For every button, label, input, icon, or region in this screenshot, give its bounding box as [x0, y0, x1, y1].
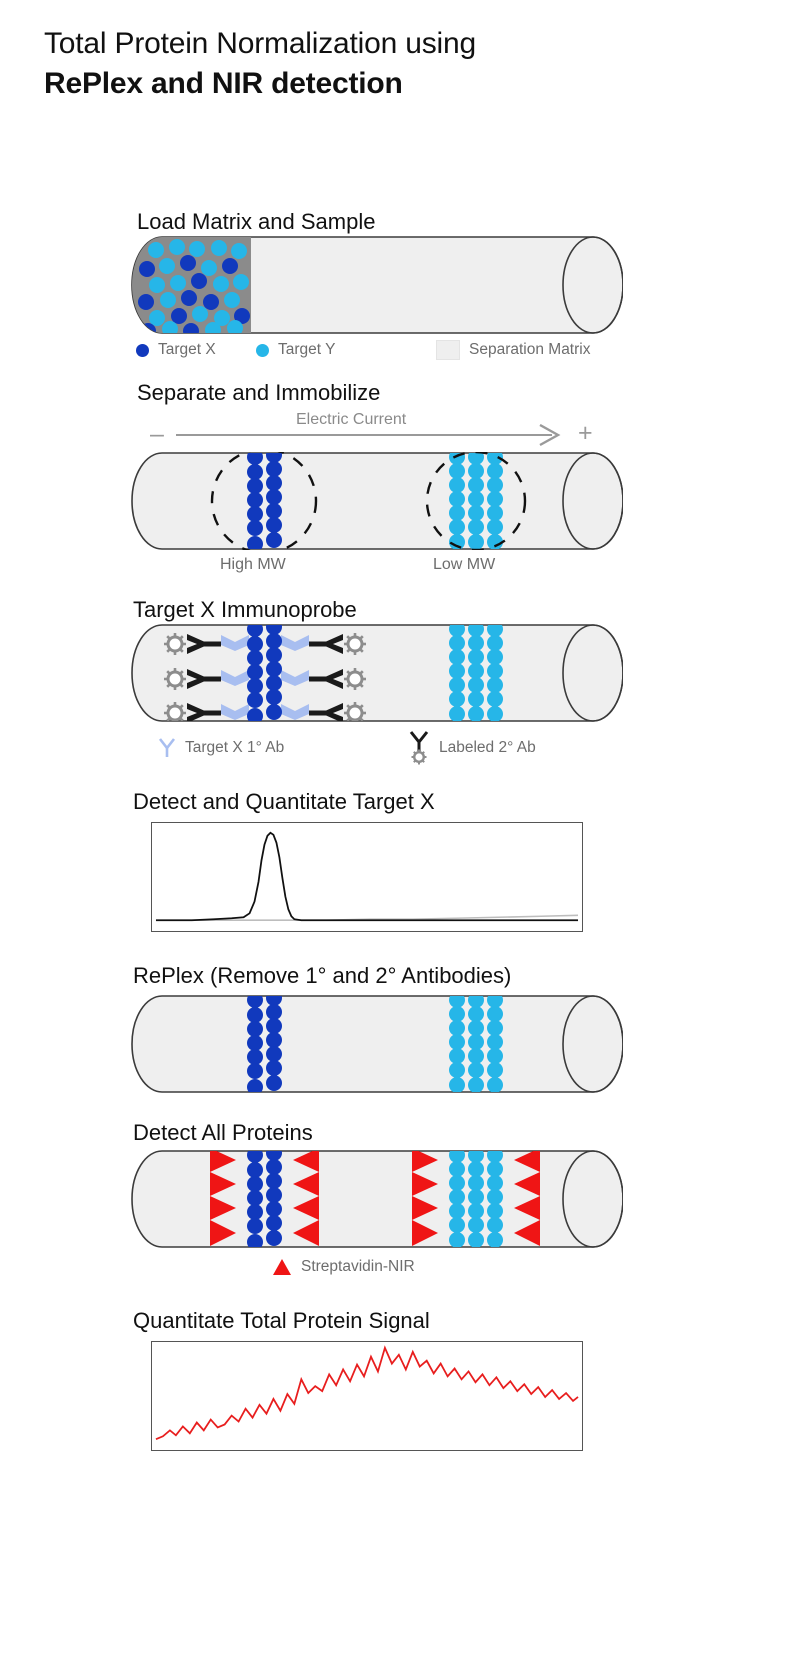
- chart-total-protein-trace: [151, 1341, 583, 1451]
- negative-electrode-sign: –: [150, 420, 164, 448]
- legend-item-separation-matrix: Separation Matrix: [436, 340, 590, 360]
- band-target-x: [247, 996, 282, 1092]
- capillary-replex: [131, 995, 623, 1093]
- step-title-separate: Separate and Immobilize: [137, 380, 381, 405]
- step-detect-all-proteins: Detect All Proteins: [133, 1120, 313, 1146]
- legend-label-streptavidin-nir: Streptavidin-NIR: [301, 1258, 415, 1275]
- legend-item-secondary-ab: Labeled 2° Ab: [408, 731, 536, 765]
- step-target-x-immunoprobe: Target X Immunoprobe: [133, 597, 357, 623]
- capillary-detect-all: [131, 1150, 623, 1248]
- legend-label-separation-matrix: Separation Matrix: [469, 341, 591, 358]
- trace-baseline-gray: [155, 914, 579, 921]
- highlight-circle-high-mw: [210, 452, 318, 550]
- step-detect-and-quantitate-target-x: Detect and Quantitate Target X: [133, 789, 435, 815]
- step-title-quantitate-total: Quantitate Total Protein Signal: [133, 1308, 430, 1333]
- band-target-y: [449, 996, 503, 1092]
- legend-item-target-x: Target X: [136, 341, 256, 359]
- streptavidin-triangles-target-y: [412, 1151, 540, 1246]
- capillary-separate-svg: [131, 452, 623, 550]
- step-title-detect-all: Detect All Proteins: [133, 1120, 313, 1145]
- step-title-replex: RePlex (Remove 1° and 2° Antibodies): [133, 963, 512, 988]
- capillary-replex-svg: [131, 995, 623, 1093]
- electric-current-label: Electric Current: [296, 411, 407, 428]
- page-title-line-1: Total Protein Normalization using: [44, 27, 476, 60]
- capillary-immunoprobe-svg: [131, 624, 623, 722]
- capillary-detect-all-svg: [131, 1150, 623, 1248]
- secondary-antibodies: [162, 631, 368, 721]
- legend-label-target-x: Target X: [158, 341, 216, 358]
- band-target-y: [449, 1151, 503, 1247]
- chart-total-protein-svg: [155, 1345, 579, 1441]
- legend-item-streptavidin-nir: Streptavidin-NIR: [272, 1258, 415, 1276]
- chart-target-x-trace: [151, 822, 583, 932]
- step-replex: RePlex (Remove 1° and 2° Antibodies): [133, 963, 511, 989]
- band-target-x: [247, 625, 282, 721]
- step-title-load: Load Matrix and Sample: [137, 209, 376, 234]
- highlight-circle-low-mw: [425, 452, 527, 550]
- band-target-y: [449, 625, 503, 721]
- legend-item-primary-ab: Target X 1° Ab: [158, 737, 408, 759]
- step-title-detect-target-x: Detect and Quantitate Target X: [133, 789, 435, 814]
- step-quantitate-total-protein-signal: Quantitate Total Protein Signal: [133, 1308, 430, 1334]
- capillary-load: [131, 236, 623, 334]
- capillary-separate: [131, 452, 623, 550]
- legend-load: Target X Target Y Separation Matrix: [136, 340, 626, 360]
- streptavidin-triangles-target-x: [210, 1151, 319, 1246]
- legend-label-primary-ab: Target X 1° Ab: [185, 739, 285, 756]
- page-title: Total Protein Normalization using RePlex…: [44, 24, 744, 104]
- capillary-load-svg: [131, 236, 623, 334]
- mw-label-low: Low MW: [433, 556, 496, 573]
- primary-antibodies: [221, 635, 309, 720]
- positive-electrode-sign: +: [578, 419, 593, 447]
- electric-current-arrow-icon: [176, 424, 561, 447]
- legend-item-target-y: Target Y: [256, 341, 436, 359]
- band-target-x: [247, 453, 282, 549]
- dot-icon-target-y: [256, 343, 269, 357]
- dot-icon-target-x: [136, 343, 149, 357]
- legend-immunoprobe: Target X 1° Ab Labeled 2° Ab: [158, 731, 628, 765]
- legend-detect-all: Streptavidin-NIR: [272, 1258, 415, 1276]
- mw-label-high: High MW: [220, 556, 286, 573]
- page-title-line-2: RePlex and NIR detection: [44, 67, 403, 100]
- trace-total-protein: [155, 1345, 579, 1441]
- chart-target-x-svg: [155, 831, 579, 922]
- step-title-immunoprobe: Target X Immunoprobe: [133, 597, 357, 622]
- legend-label-target-y: Target Y: [278, 341, 336, 358]
- sample-dots: [138, 239, 250, 333]
- step-separate-and-immobilize: Separate and Immobilize: [137, 380, 380, 406]
- band-target-x: [247, 1151, 282, 1247]
- square-icon-separation-matrix: [436, 340, 460, 360]
- antibody-y-icon-primary: [158, 738, 176, 757]
- band-target-y: [449, 453, 503, 549]
- antibody-y-labeled-icon: [409, 731, 429, 765]
- trace-target-x-peak: [155, 831, 579, 922]
- step-load-matrix-and-sample: Load Matrix and Sample: [137, 209, 375, 235]
- triangle-icon-streptavidin: [273, 1259, 291, 1275]
- capillary-immunoprobe: [131, 624, 623, 722]
- legend-label-secondary-ab: Labeled 2° Ab: [439, 739, 536, 756]
